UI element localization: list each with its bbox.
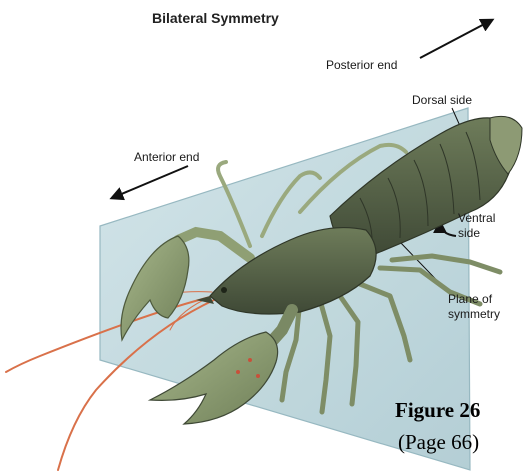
label-plane-line2: symmetry <box>448 307 500 322</box>
label-ventral-line1: Ventral <box>458 211 495 226</box>
figure-caption: Figure 26 <box>395 398 480 423</box>
figure-title: Bilateral Symmetry <box>152 10 279 26</box>
caption-figure-number: Figure 26 <box>395 398 480 422</box>
label-anterior-end: Anterior end <box>134 150 199 164</box>
label-plane-line1: Plane of <box>448 292 500 307</box>
posterior-arrow <box>420 20 492 58</box>
label-ventral-side: Ventral side <box>458 211 495 241</box>
eye <box>221 287 227 293</box>
label-plane-of-symmetry: Plane of symmetry <box>448 292 500 322</box>
anterior-arrow <box>112 166 188 198</box>
label-dorsal-side: Dorsal side <box>412 93 472 107</box>
label-posterior-end: Posterior end <box>326 58 397 72</box>
caption-page-ref: (Page 66) <box>398 430 479 455</box>
label-ventral-line2: side <box>458 226 495 241</box>
